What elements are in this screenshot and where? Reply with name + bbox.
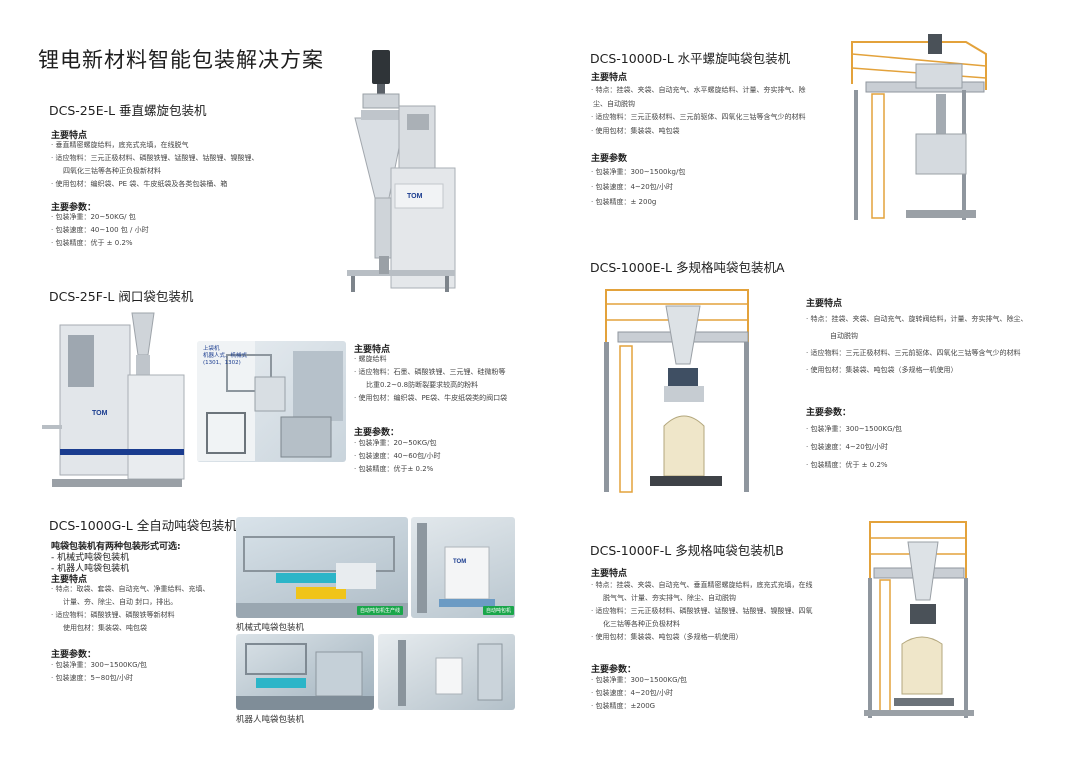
features-list-25f: · 螺旋给料 · 适应物料：石墨、磷酸铁锂、三元锂、硅微粉等 比重0.2~0.8… (354, 353, 507, 405)
params-heading-25f: 主要参数： (354, 428, 400, 438)
params-list-1000g: · 包装净重：300~1500KG/包 · 包装速度：5~80包/小时 (51, 659, 147, 685)
features-list-1000d: · 特点：挂袋、夹袋、自动充气、水平螺旋给料、计量、夯实排气、除 尘、自动脱钩 … (591, 84, 805, 138)
param-line: · 包装精度：±200G (591, 702, 656, 710)
machine-image-1000f (864, 521, 974, 718)
intro-1000g: 吨袋包装机有两种包装形式可选: (51, 542, 181, 552)
machine-image-1000e (604, 289, 749, 493)
feature-line: · 使用包材：集装袋、吨包袋（多规格一机使用） (806, 366, 958, 374)
photo-mechanical-line: 自动吨包机生产线 (236, 517, 408, 618)
feature-line: 化三钴等各种正负极材料 (603, 620, 680, 628)
param-line: · 包装净重：300~1500KG/包 (591, 676, 687, 684)
machine-image-25f: TOM (42, 305, 192, 495)
features-heading-1000f: 主要特点 (591, 569, 628, 579)
features-list-1000g: · 特点：取袋、套袋、自动充气、净重给料、充填、 计量、夯、除尘、自动 封口，排… (51, 583, 209, 635)
param-line: · 包装净重：300~1500KG/包 (51, 661, 147, 669)
param-line: · 包装精度：优于± 0.2% (354, 465, 434, 473)
param-line: · 包装速度：4~20包/小时 (806, 443, 889, 451)
model-title-25e: DCS-25E-L 垂直螺旋包装机 (49, 103, 207, 118)
params-heading-25e: 主要参数： (51, 203, 97, 213)
feature-line: · 螺旋给料 (354, 355, 387, 363)
feature-line: · 特点：挂袋、夹袋、自动充气、旋转阀给料，计量、夯实排气、除尘、 (806, 315, 1028, 323)
caption-robot: 机器人吨袋包装机 (236, 715, 305, 725)
params-list-25f: · 包装净重：20~50KG/包 · 包装速度：40~60包/小时 · 包装精度… (354, 437, 441, 476)
params-heading-1000g: 主要参数： (51, 650, 97, 660)
feature-line: 使用包材：集装袋、吨包袋 (63, 624, 147, 632)
brand-logo: TOM (92, 410, 108, 417)
feature-line: · 使用包材：编织袋、PE袋、牛皮纸袋类的阀口袋 (354, 394, 508, 402)
param-line: · 包装速度：40~60包/小时 (354, 452, 441, 460)
photo-bag-machine: TOM 自动吨包机 (411, 517, 515, 618)
photo-robot-bag (378, 634, 515, 710)
feature-line: · 使用包材：编织袋、PE 袋、牛皮纸袋及各类包装桶、箱 (51, 180, 228, 188)
params-heading-1000e: 主要参数： (806, 408, 852, 418)
feature-line: · 适应物料：三元正极材料、三元前驱体、四氧化三钴等含气少的材料 (806, 349, 1021, 357)
features-heading-1000g: 主要特点 (51, 575, 88, 585)
param-line: · 包装速度：4~20包/小时 (591, 689, 674, 697)
features-heading-1000e: 主要特点 (806, 299, 843, 309)
page-title: 锂电新材料智能包装解决方案 (38, 48, 324, 72)
feature-line: 尘、自动脱钩 (593, 99, 635, 108)
params-list-1000d: · 包装净重：300~1500kg/包 · 包装速度：4~20包/小时 · 包装… (591, 165, 685, 210)
model-title-1000f: DCS-1000F-L 多规格吨袋包装机B (590, 543, 784, 558)
param-line: · 包装速度：40~100 包 / 小时 (51, 226, 149, 234)
feature-line: · 特点：挂袋、夹袋、自动充气、水平螺旋给料、计量、夯实排气、除 (591, 86, 806, 94)
tag-production-line: 自动吨包机生产线 (357, 606, 404, 615)
features-list-1000e: · 特点：挂袋、夹袋、自动充气、旋转阀给料，计量、夯实排气、除尘、 自动脱钩 ·… (806, 311, 1027, 379)
model-title-1000g: DCS-1000G-L 全自动吨袋包装机 (49, 518, 237, 533)
feature-line: · 特点：取袋、套袋、自动充气、净重给料、充填、 (51, 585, 210, 593)
features-heading-25e: 主要特点 (51, 131, 88, 141)
feature-line: 自动脱钩 (830, 332, 858, 340)
caption-mechanical: 机械式吨袋包装机 (236, 623, 305, 633)
feature-line: · 使用包材：集装袋、吨包袋 (591, 126, 680, 135)
photo-robot-line (236, 634, 374, 710)
machine-image-1000d (851, 34, 987, 220)
machine-image-25e: TOM (347, 50, 456, 292)
params-list-25e: · 包装净重：20~50KG/ 包 · 包装速度：40~100 包 / 小时 ·… (51, 211, 149, 250)
params-heading-1000d: 主要参数 (591, 154, 628, 164)
param-line: · 包装净重：300~1500KG/包 (806, 425, 902, 433)
feature-line: · 适应物料：三元正极材料、三元前驱体、四氧化三钴等含气少的材料 (591, 113, 806, 121)
features-list-25e: · 垂直精密螺旋给料，底充式充填，在线脱气 · 适应物料：三元正极材料、磷酸铁锂… (51, 139, 258, 191)
features-list-1000f: · 特点：挂袋、夹袋、自动充气、垂直精密螺旋给料，底充式充填，在线 脱气气、计量… (591, 579, 812, 644)
param-line: · 包装净重：20~50KG/包 (354, 439, 437, 447)
params-heading-1000f: 主要参数： (591, 665, 637, 675)
features-heading-25f: 主要特点 (354, 345, 391, 355)
params-list-1000e: · 包装净重：300~1500KG/包 · 包装速度：4~20包/小时 · 包装… (806, 420, 902, 474)
feature-line: · 适应物料：三元正极材料、磷酸铁锂、锰酸锂、钴酸锂、镍酸锂、 (51, 154, 259, 162)
feature-line: 计量、夯、除尘、自动 封口，排出。 (63, 598, 178, 606)
option-mechanical: - 机械式吨袋包装机 (51, 553, 130, 563)
tag-bag-machine: 自动吨包机 (483, 606, 515, 615)
option-robot: - 机器人吨袋包装机 (51, 564, 130, 574)
brand-logo: TOM (407, 193, 423, 200)
feature-line: 脱气气、计量、夯实排气、除尘、自动脱钩 (603, 594, 736, 602)
feature-line: · 使用包材：集装袋、吨包袋（多规格一机使用） (591, 633, 743, 641)
feature-line: · 适应物料：磷酸铁锂、磷酸铁等新材料 (51, 611, 175, 619)
model-title-25f: DCS-25F-L 阀口袋包装机 (49, 289, 194, 304)
params-list-1000f: · 包装净重：300~1500KG/包 · 包装速度：4~20包/小时 · 包装… (591, 674, 687, 713)
param-line: · 包装速度：5~80包/小时 (51, 674, 134, 682)
feature-line: 比重0.2~0.8防断裂要求较高的粉料 (366, 381, 479, 389)
feature-line: 四氧化三钴等各种正负极新材料 (63, 167, 161, 175)
inset-photo-25f: 上袋机 机器人式、机械式 (1301、1302) (197, 341, 346, 462)
model-title-1000d: DCS-1000D-L 水平螺旋吨袋包装机 (590, 51, 791, 66)
brand-logo: TOM (453, 559, 466, 565)
features-heading-1000d: 主要特点 (591, 73, 628, 83)
feature-line: · 垂直精密螺旋给料，底充式充填，在线脱气 (51, 141, 189, 149)
feature-line: · 适应物料：三元正极材料、磷酸铁锂、锰酸锂、钴酸锂、镍酸锂、四氧 (591, 607, 813, 615)
feature-line: · 适应物料：石墨、磷酸铁锂、三元锂、硅微粉等 (354, 368, 506, 376)
param-line: · 包装速度：4~20包/小时 (591, 183, 674, 191)
param-line: · 包装精度：优于 ± 0.2% (51, 239, 133, 247)
param-line: · 包装净重：20~50KG/ 包 (51, 213, 136, 221)
param-line: · 包装精度：优于 ± 0.2% (806, 461, 888, 469)
param-line: · 包装精度：± 200g (591, 198, 657, 206)
param-line: · 包装净重：300~1500kg/包 (591, 168, 686, 176)
feature-line: · 特点：挂袋、夹袋、自动充气、垂直精密螺旋给料，底充式充填，在线 (591, 581, 813, 589)
model-title-1000e: DCS-1000E-L 多规格吨袋包装机A (590, 260, 785, 275)
inset-label: 上袋机 机器人式、机械式 (1301、1302) (203, 346, 248, 366)
